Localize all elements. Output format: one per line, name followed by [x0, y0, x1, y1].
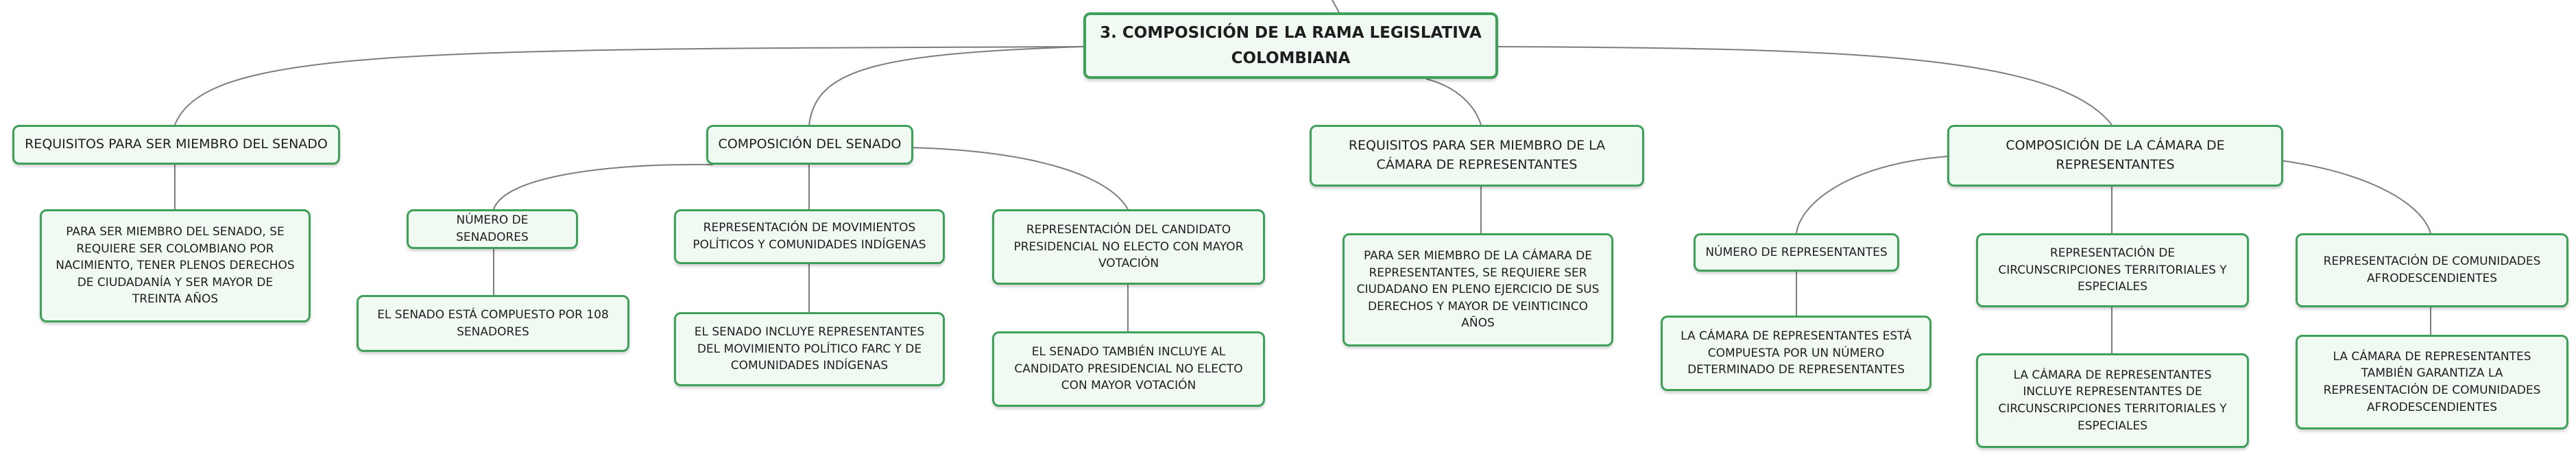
root-topic-label: 3. COMPOSICIÓN DE LA RAMA LEGISLATIVA CO…: [1100, 23, 1482, 67]
subtopic-movimientos-indigenas[interactable]: REPRESENTACIÓN DE MOVIMIENTOS POLÍTICOS …: [674, 209, 945, 264]
connector-camara-numero: [1796, 156, 1948, 234]
subtopic-candidato-presidencial-label: REPRESENTACIÓN DEL CANDIDATO PRESIDENCIA…: [1013, 223, 1244, 271]
detail-requisitos-senado[interactable]: PARA SER MIEMBRO DEL SENADO, SE REQUIERE…: [40, 209, 311, 322]
subtopic-afrodescendientes[interactable]: REPRESENTACIÓN DE COMUNIDADES AFRODESCEN…: [2296, 233, 2568, 307]
topic-composicion-camara-label: COMPOSICIÓN DE LA CÁMARA DE REPRESENTANT…: [2006, 138, 2225, 172]
detail-afrodescendientes[interactable]: LA CÁMARA DE REPRESENTANTES TAMBIÉN GARA…: [2296, 335, 2568, 429]
detail-numero-senadores-text: EL SENADO ESTÁ COMPUESTO POR 108 SENADOR…: [377, 307, 609, 339]
detail-movimientos-indigenas-text: EL SENADO INCLUYE REPRESENTANTES DEL MOV…: [694, 325, 925, 373]
root-topic[interactable]: 3. COMPOSICIÓN DE LA RAMA LEGISLATIVA CO…: [1083, 12, 1498, 79]
topic-requisitos-senado[interactable]: REQUISITOS PARA SER MIEMBRO DEL SENADO: [12, 125, 340, 165]
detail-requisitos-senado-text: PARA SER MIEMBRO DEL SENADO, SE REQUIERE…: [56, 224, 295, 307]
detail-numero-senadores[interactable]: EL SENADO ESTÁ COMPUESTO POR 108 SENADOR…: [357, 295, 629, 352]
detail-candidato-presidencial-text: EL SENADO TAMBIÉN INCLUYE AL CANDIDATO P…: [1014, 345, 1243, 393]
detail-requisitos-camara-text: PARA SER MIEMBRO DE LA CÁMARA DE REPRESE…: [1356, 248, 1600, 331]
subtopic-afrodescendientes-label: REPRESENTACIÓN DE COMUNIDADES AFRODESCEN…: [2323, 255, 2541, 285]
subtopic-circunscripciones-label: REPRESENTACIÓN DE CIRCUNSCRIPCIONES TERR…: [1998, 246, 2227, 294]
detail-circunscripciones[interactable]: LA CÁMARA DE REPRESENTANTES INCLUYE REPR…: [1976, 353, 2249, 448]
topic-composicion-senado[interactable]: COMPOSICIÓN DEL SENADO: [706, 125, 913, 165]
connector-root-requisitos-camara: [1425, 78, 1482, 126]
subtopic-circunscripciones[interactable]: REPRESENTACIÓN DE CIRCUNSCRIPCIONES TERR…: [1976, 233, 2249, 307]
subtopic-numero-representantes-label: NÚMERO DE REPRESENTANTES: [1705, 245, 1888, 259]
subtopic-movimientos-indigenas-label: REPRESENTACIÓN DE MOVIMIENTOS POLÍTICOS …: [693, 221, 926, 252]
detail-requisitos-camara[interactable]: PARA SER MIEMBRO DE LA CÁMARA DE REPRESE…: [1343, 233, 1613, 346]
connector-root-composicion-senado: [808, 46, 1084, 126]
detail-circunscripciones-text: LA CÁMARA DE REPRESENTANTES INCLUYE REPR…: [1998, 368, 2227, 433]
topic-requisitos-camara-label: REQUISITOS PARA SER MIEMBRO DE LA CÁMARA…: [1348, 138, 1606, 172]
topic-requisitos-senado-label: REQUISITOS PARA SER MIEMBRO DEL SENADO: [25, 137, 328, 152]
subtopic-candidato-presidencial[interactable]: REPRESENTACIÓN DEL CANDIDATO PRESIDENCIA…: [992, 209, 1265, 285]
detail-afrodescendientes-text: LA CÁMARA DE REPRESENTANTES TAMBIÉN GARA…: [2323, 349, 2541, 414]
subtopic-numero-senadores[interactable]: NÚMERO DE SENADORES: [407, 209, 578, 249]
topic-composicion-senado-label: COMPOSICIÓN DEL SENADO: [718, 137, 902, 152]
connector-root-composicion-camara: [1494, 46, 2112, 126]
subtopic-numero-senadores-label: NÚMERO DE SENADORES: [456, 213, 529, 244]
connector-root-up: [1332, 0, 1340, 13]
detail-numero-representantes-text: LA CÁMARA DE REPRESENTANTES ESTÁ COMPUES…: [1681, 329, 1912, 377]
connector-senado-numero: [493, 163, 714, 210]
topic-requisitos-camara[interactable]: REQUISITOS PARA SER MIEMBRO DE LA CÁMARA…: [1310, 125, 1644, 187]
connector-senado-candidato: [908, 147, 1129, 210]
detail-numero-representantes[interactable]: LA CÁMARA DE REPRESENTANTES ESTÁ COMPUES…: [1661, 316, 1931, 391]
detail-candidato-presidencial[interactable]: EL SENADO TAMBIÉN INCLUYE AL CANDIDATO P…: [992, 331, 1265, 407]
topic-composicion-camara[interactable]: COMPOSICIÓN DE LA CÁMARA DE REPRESENTANT…: [1947, 125, 2283, 187]
detail-movimientos-indigenas[interactable]: EL SENADO INCLUYE REPRESENTANTES DEL MOV…: [674, 312, 945, 386]
subtopic-numero-representantes[interactable]: NÚMERO DE REPRESENTANTES: [1694, 233, 1899, 272]
connector-root-requisitos-senado: [174, 46, 1084, 126]
